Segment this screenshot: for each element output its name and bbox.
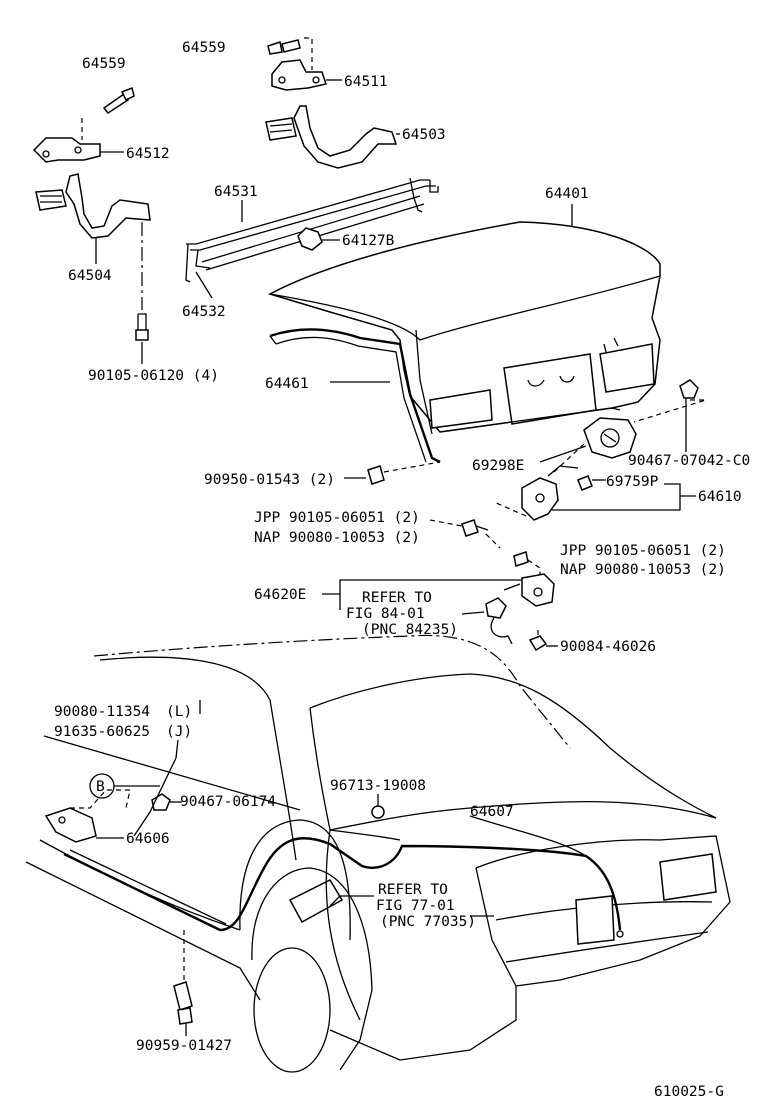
car-body-outline — [25, 634, 731, 1073]
label-64606: 64606 — [126, 831, 170, 847]
label-90080-11354: 90080-11354 — [54, 704, 150, 720]
part-lock-64610 — [521, 465, 579, 521]
label-jpp-90105-06051-left: JPP 90105-06051 (2) — [254, 510, 420, 526]
part-bolt-64559-left — [102, 86, 135, 114]
label-refer-84-line2: FIG 84-01 — [346, 606, 425, 622]
label-90084-46026: 90084-46026 — [560, 639, 656, 655]
part-bolt-64559-top — [267, 39, 301, 55]
part-opener-cable-64607 — [63, 837, 624, 938]
part-hinge-64504 — [35, 173, 151, 239]
label-refer-84-line1: REFER TO — [362, 590, 432, 606]
label-64610: 64610 — [698, 489, 742, 505]
label-64620e: 64620E — [254, 587, 306, 603]
label-tag-j: (J) — [166, 724, 192, 740]
label-64503: 64503 — [402, 127, 446, 143]
label-64511: 64511 — [344, 74, 388, 90]
label-nap-90080-10053-left: NAP 90080-10053 (2) — [254, 530, 420, 546]
part-pin-90467-07042 — [679, 379, 699, 399]
label-refer-77-line3: (PNC 77035) — [380, 914, 476, 930]
label-64504: 64504 — [68, 268, 112, 284]
label-tag-l: (L) — [166, 704, 192, 720]
label-96713-19008: 96713-19008 — [330, 778, 426, 794]
label-64559-left: 64559 — [82, 56, 126, 72]
label-90959-01427: 90959-01427 — [136, 1038, 232, 1054]
part-bolt-90105-06051-right — [513, 551, 529, 567]
label-callout-b: B — [96, 779, 105, 795]
label-90950-01543: 90950-01543 (2) — [204, 472, 335, 488]
label-jpp-90105-06051-right: JPP 90105-06051 (2) — [560, 543, 726, 559]
part-clamp-90959-01427 — [173, 981, 193, 1025]
label-90105-06120: 90105-06120 (4) — [88, 368, 219, 384]
part-bolt-90105-06120 — [135, 313, 149, 341]
part-grommet-96713-19008 — [371, 805, 385, 819]
part-bracket-64511 — [271, 59, 327, 91]
label-64127b: 64127B — [342, 233, 395, 249]
label-64559-top: 64559 — [182, 40, 226, 56]
label-64531: 64531 — [214, 184, 258, 200]
label-64461: 64461 — [265, 376, 309, 392]
label-refer-77-line1: REFER TO — [378, 882, 448, 898]
part-switch-84235 — [461, 597, 513, 645]
label-90467-06174: 90467-06174 — [180, 794, 276, 810]
label-64607: 64607 — [470, 804, 514, 820]
label-64512: 64512 — [126, 146, 170, 162]
part-lock-cylinder-69298e — [583, 417, 637, 459]
part-weatherstrip-64461 — [269, 328, 441, 464]
part-torsion-rods — [185, 177, 439, 283]
label-nap-90080-10053-right: NAP 90080-10053 (2) — [560, 562, 726, 578]
part-rod-69759p — [577, 475, 593, 491]
part-bracket-64512 — [32, 137, 101, 163]
part-opener-lever-64606 — [44, 807, 97, 843]
label-91635-60625: 91635-60625 — [54, 724, 150, 740]
part-trunk-lid-64401 — [268, 221, 661, 435]
label-90467-07042: 90467-07042-C0 — [628, 453, 750, 469]
label-refer-77-line2: FIG 77-01 — [376, 898, 455, 914]
part-striker-64620e — [521, 573, 555, 607]
label-69298e: 69298E — [472, 458, 524, 474]
part-bolt-90105-06051-left — [461, 519, 489, 537]
label-refer-84-line3: (PNC 84235) — [362, 622, 458, 638]
part-nut-90084-46026 — [528, 635, 548, 652]
label-69759p: 69759P — [606, 474, 659, 490]
figure-code: 610025-G — [654, 1084, 724, 1100]
part-hinge-64503 — [265, 105, 398, 169]
label-64401: 64401 — [545, 186, 589, 202]
part-clip-64127b — [297, 227, 323, 251]
part-clip-90950-01543 — [367, 465, 385, 485]
label-64532: 64532 — [182, 304, 226, 320]
